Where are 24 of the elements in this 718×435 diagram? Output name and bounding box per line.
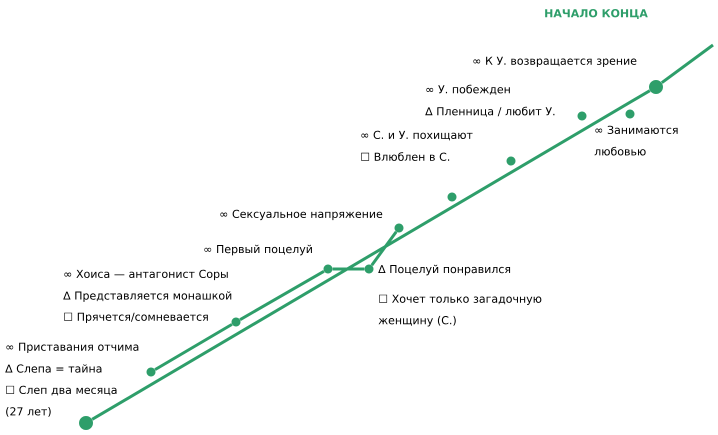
line [239,270,325,321]
event-text: ∞ Сексуальное напряжение [220,210,382,220]
event-text: ∞ К У. возвращается зрение [473,56,636,67]
line [154,323,233,371]
event-text: ☐ Влюблен в С. [361,152,450,161]
event-text: ☐ Прячется/сомневается [64,312,208,323]
event-text: ∆ Представляется монашкой [63,291,232,302]
line [370,230,398,266]
event-text: ∞ Занимаются любовью [594,126,678,156]
event-text: ∆ Пленница / любит У. [425,106,554,117]
line [332,268,364,270]
event-text: ∆ Поцелуй понравился [378,264,510,276]
event-text: ☐ Слеп два месяца (27 лет) [6,386,116,417]
event-text: ∆ Слепа = тайна [5,364,102,373]
event-text: ∞ Первый поцелуй [204,244,312,256]
line [91,89,651,421]
event-text: ☐ Хочет только загадочную женщину (С.) [378,294,542,326]
event-text: ∞ Приставания отчима [6,342,138,353]
event-text: ∞ С. и У. похищают [361,130,473,140]
event-text: ∞ Хоиса — антагонист Соры [64,270,228,280]
line [660,44,714,84]
heading: НАЧАЛО КОНЦА [545,9,648,19]
event-text: ∞ У. побежден [426,84,510,95]
dot [448,192,456,202]
